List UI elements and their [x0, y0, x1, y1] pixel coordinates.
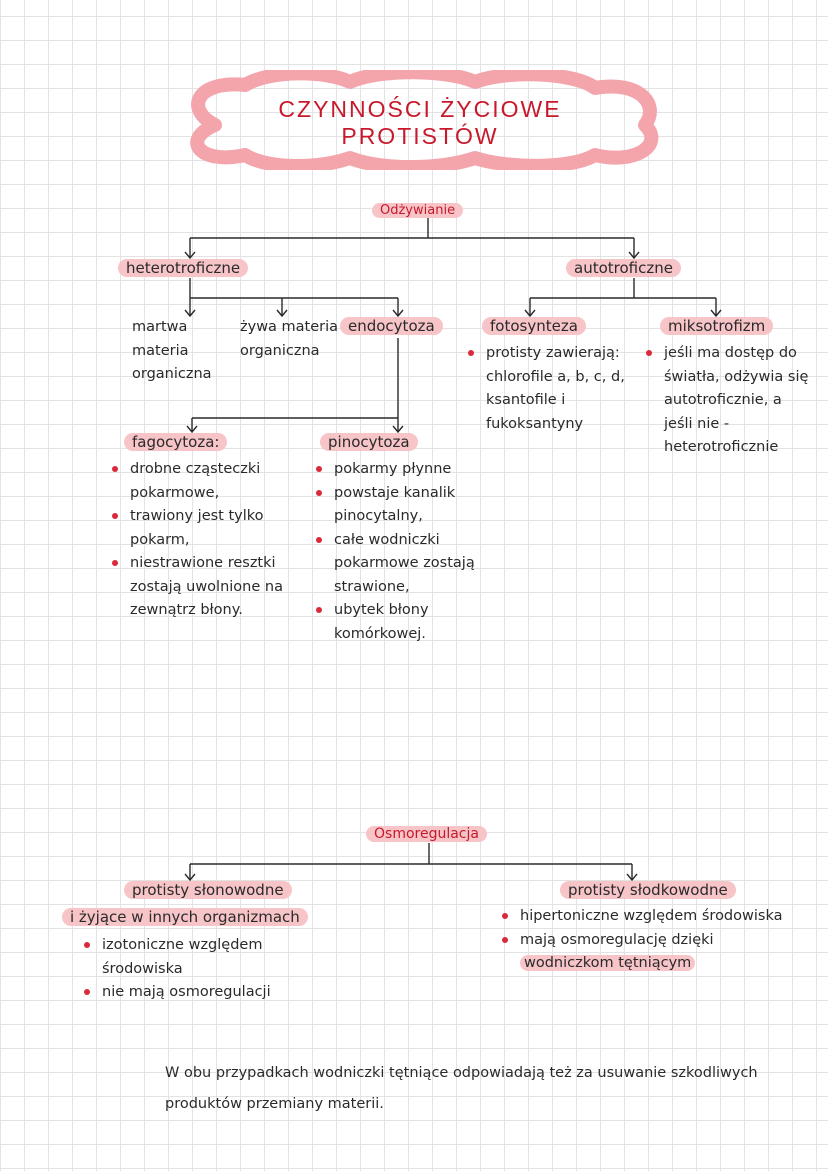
- pinocytosis-list: pokarmy płynne powstaje kanalik pinocyta…: [314, 458, 484, 646]
- saltwater-list: izotoniczne względem środowiska nie mają…: [82, 934, 342, 1005]
- list-item: trawiony jest tylko pokarm,: [110, 505, 290, 552]
- phagocytosis-node: fagocytoza:: [124, 432, 228, 452]
- mixotrophy-node: miksotrofizm: [660, 316, 774, 336]
- photosynthesis-text: protisty zawierają: chlorofile a, b, c, …: [466, 342, 636, 436]
- page-title: CZYNNOŚCI ŻYCIOWE PROTISTÓW: [278, 96, 562, 149]
- footnote: W obu przypadkach wodniczki tętniące odp…: [165, 1065, 758, 1112]
- list-item: hipertoniczne względem środowiska: [500, 905, 800, 929]
- list-item: drobne cząsteczki pokarmowe,: [110, 458, 290, 505]
- autotrophic-node: autotroficzne: [566, 258, 681, 278]
- osmoregulation-heading: Osmoregulacja: [366, 823, 487, 844]
- list-item: nie mają osmoregulacji: [82, 981, 342, 1005]
- list-item: mają osmoregulację dzięki wodniczkom tęt…: [500, 929, 800, 976]
- list-item: izotoniczne względem środowiska: [82, 934, 342, 981]
- title-cloud-shape: [190, 70, 659, 170]
- mixotrophy-text: jeśli ma dostęp do światła, odżywia się …: [644, 342, 814, 460]
- endocytosis-node: endocytoza: [340, 316, 443, 336]
- list-item: ubytek błony komórkowej.: [314, 599, 484, 646]
- photosynthesis-node: fotosynteza: [482, 316, 586, 336]
- list-item: całe wodniczki pokarmowe zostają strawio…: [314, 529, 484, 600]
- list-item: niestrawione resztki zostają uwolnione n…: [110, 552, 290, 623]
- heterotrophic-node: heterotroficzne: [118, 258, 249, 278]
- saltwater-node: protisty słonowodne: [124, 880, 292, 900]
- pinocytosis-node: pinocytoza: [320, 432, 418, 452]
- list-item: powstaje kanalik pinocytalny,: [314, 482, 484, 529]
- phagocytosis-list: drobne cząsteczki pokarmowe, trawiony je…: [110, 458, 290, 623]
- list-item: pokarmy płynne: [314, 458, 484, 482]
- saltwater-sublabel: i żyjące w innych organizmach: [62, 907, 308, 927]
- freshwater-list: hipertoniczne względem środowiska mają o…: [500, 905, 800, 976]
- dead-organic-matter: martwa materia organiczna: [132, 319, 212, 382]
- nutrition-heading: Odżywianie: [372, 199, 464, 221]
- living-organic-matter: żywa materia organiczna: [240, 319, 339, 359]
- freshwater-node: protisty słodkowodne: [560, 880, 736, 900]
